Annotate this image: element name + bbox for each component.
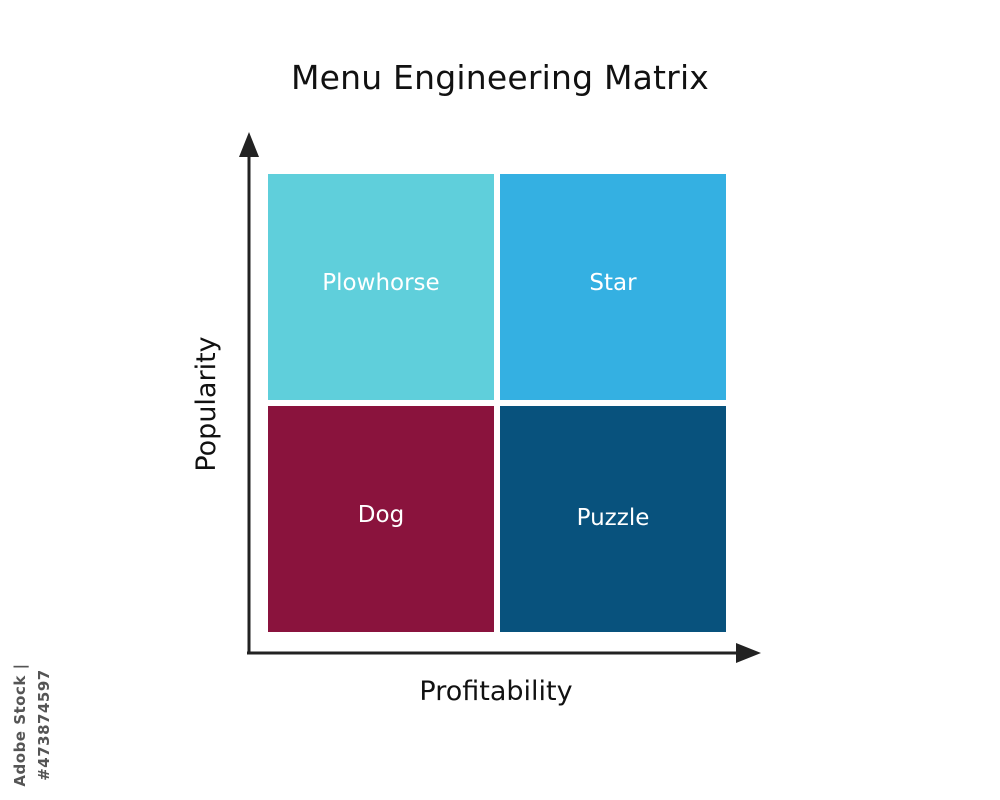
quadrant-star: Star — [500, 174, 726, 400]
quadrant-dog: Dog — [268, 406, 494, 632]
diagram-title: Menu Engineering Matrix — [290, 58, 710, 97]
y-axis-label: Popularity — [191, 336, 222, 472]
quadrant-plowhorse: Plowhorse — [268, 174, 494, 400]
quadrant-dog-label: Dog — [357, 502, 405, 528]
x-axis-arrow-icon — [736, 643, 761, 663]
quadrant-star-label: Star — [589, 270, 637, 296]
watermark-stock-id: Adobe Stock | #473874597 — [11, 663, 53, 787]
quadrant-plowhorse-label: Plowhorse — [322, 270, 440, 296]
quadrant-puzzle-label: Puzzle — [576, 505, 650, 531]
quadrant-puzzle: Puzzle — [500, 406, 726, 632]
x-axis-label: Profitability — [419, 676, 573, 707]
y-axis-arrow-icon — [239, 132, 259, 157]
